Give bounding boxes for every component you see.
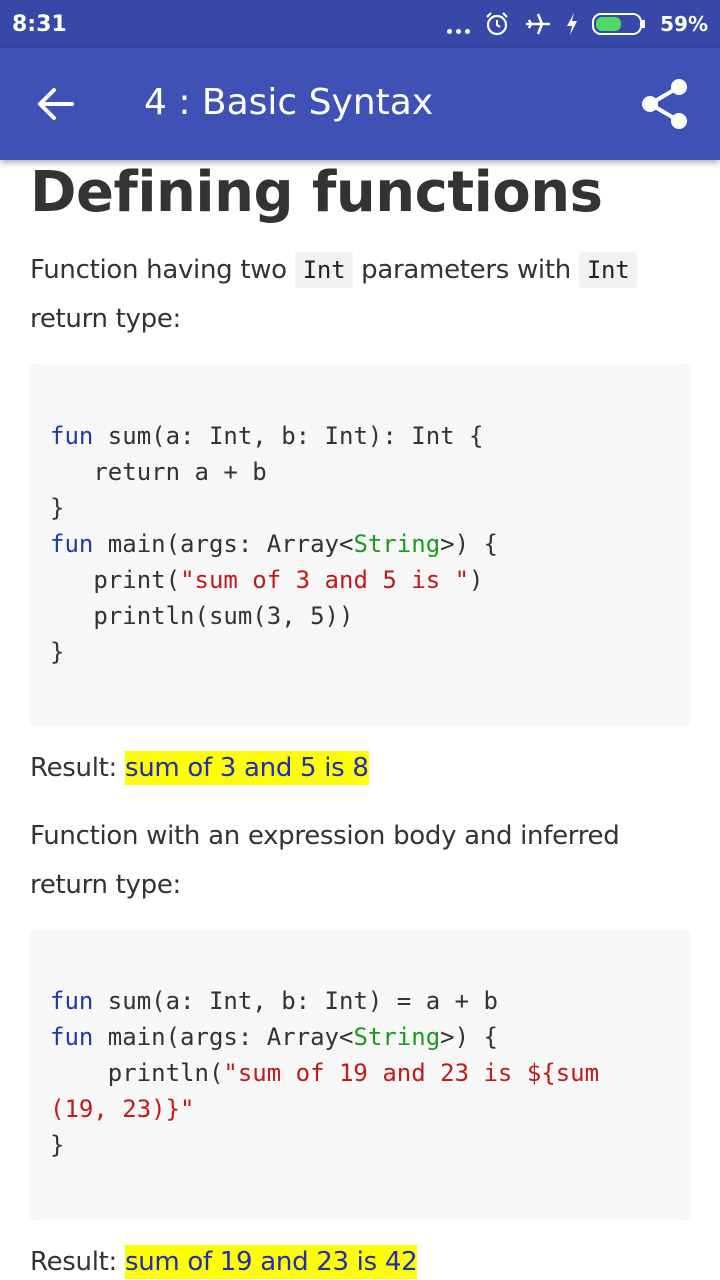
section-heading: Defining functions xyxy=(30,160,603,225)
code-line: } xyxy=(50,494,64,522)
code-token: ) xyxy=(469,566,484,594)
page-title: 4 : Basic Syntax xyxy=(144,82,434,123)
paragraph-int-params: Function having two Int parameters with … xyxy=(30,246,690,344)
code-line: fun sum(a: Int, b: Int): Int { xyxy=(50,422,484,450)
code-token: fun xyxy=(50,1023,94,1051)
charging-bolt-icon xyxy=(567,13,578,35)
status-time: 8:31 xyxy=(12,12,67,37)
code-token: sum(a: Int, b: Int): Int { xyxy=(93,422,484,450)
battery-percent: 59% xyxy=(660,12,708,36)
code-line: fun main(args: Array<String>) { xyxy=(50,1023,498,1051)
code-text: fun sum(a: Int, b: Int) = a + b fun main… xyxy=(30,930,690,1163)
code-token: } xyxy=(50,494,65,522)
code-token: fun xyxy=(50,987,94,1015)
code-line: } xyxy=(50,638,64,666)
code-line: } xyxy=(50,1131,64,1159)
code-line: fun sum(a: Int, b: Int) = a + b xyxy=(50,987,498,1015)
code-token: String xyxy=(353,530,441,558)
code-token: fun xyxy=(50,530,94,558)
para1-text-after: return type: xyxy=(30,304,182,334)
app-bar: 4 : Basic Syntax xyxy=(0,48,720,160)
code-token: fun xyxy=(50,422,94,450)
inline-code-int: Int xyxy=(294,252,354,288)
code-line: fun main(args: Array<String>) { xyxy=(50,530,498,558)
code-line: print("sum of 3 and 5 is ") xyxy=(50,566,484,594)
code-token: main(args: Array< xyxy=(93,530,354,558)
code-line: return a + b xyxy=(50,458,267,486)
result-label: Result: xyxy=(30,1247,125,1277)
code-token: sum(a: Int, b: Int) = a + b xyxy=(93,987,498,1015)
paragraph-expression-body: Function with an expression body and inf… xyxy=(30,821,620,900)
inline-code-int: Int xyxy=(578,252,638,288)
code-token: } xyxy=(50,1131,65,1159)
code-token: main(args: Array< xyxy=(93,1023,354,1051)
code-token: >) { xyxy=(440,1023,498,1051)
code-line: (19, 23)}" xyxy=(50,1095,195,1123)
airplane-icon xyxy=(526,13,551,35)
article-content: Defining functions Function having two I… xyxy=(0,160,720,1280)
code-token: println(sum(3, 5)) xyxy=(50,602,354,630)
status-icons: 59% xyxy=(447,10,708,38)
code-block-sum: fun sum(a: Int, b: Int): Int { return a … xyxy=(30,364,690,726)
code-token: String xyxy=(353,1023,441,1051)
code-token: >) { xyxy=(440,530,498,558)
code-text: fun sum(a: Int, b: Int): Int { return a … xyxy=(30,364,690,670)
status-bar: 8:31 59% xyxy=(0,0,720,48)
result-value: sum of 19 and 23 is 42 xyxy=(124,1245,418,1279)
code-line: println(sum(3, 5)) xyxy=(50,602,353,630)
battery-icon xyxy=(592,13,646,35)
code-token: } xyxy=(50,638,65,666)
result-line: Result: sum of 19 and 23 is 42 xyxy=(30,1242,418,1280)
code-token: "sum of 19 and 23 is ${sum xyxy=(223,1059,600,1087)
para1-text-before: Function having two xyxy=(30,255,295,285)
more-dots-icon xyxy=(447,14,471,34)
code-token: return a + b xyxy=(50,458,267,486)
code-block-expression: fun sum(a: Int, b: Int) = a + b fun main… xyxy=(30,930,690,1220)
para1-text-middle: parameters with xyxy=(353,255,579,285)
share-icon[interactable] xyxy=(640,78,690,130)
result-value: sum of 3 and 5 is 8 xyxy=(124,751,369,785)
code-token: (19, 23)}" xyxy=(50,1095,195,1123)
code-token: print( xyxy=(50,566,181,594)
code-line: println("sum of 19 and 23 is ${sum xyxy=(50,1059,599,1087)
result-line: Result: sum of 3 and 5 is 8 xyxy=(30,748,369,788)
code-token: println( xyxy=(50,1059,224,1087)
result-label: Result: xyxy=(30,753,125,783)
alarm-icon xyxy=(486,12,508,36)
code-token: "sum of 3 and 5 is " xyxy=(180,566,470,594)
arrow-back-icon[interactable] xyxy=(36,84,76,124)
